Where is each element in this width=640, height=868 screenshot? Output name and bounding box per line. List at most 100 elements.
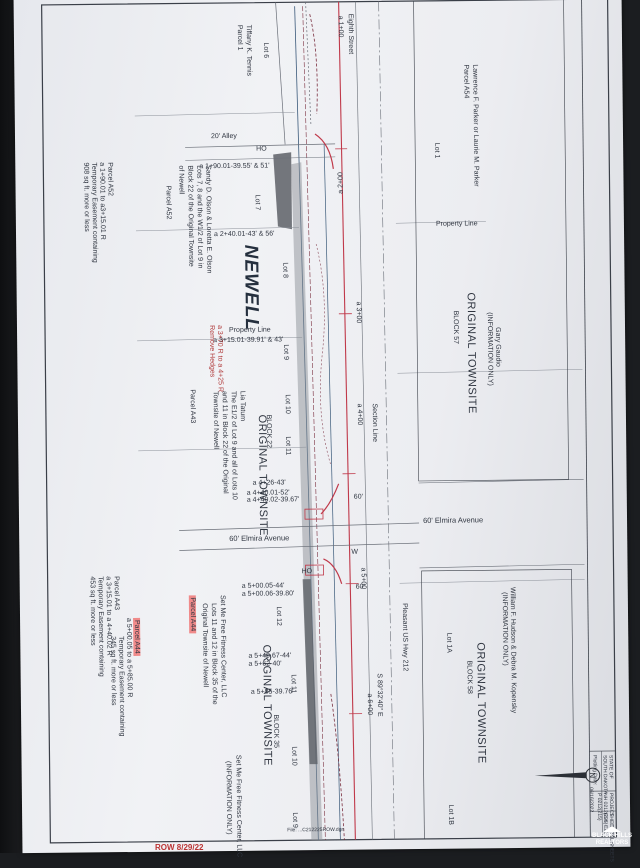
station-3: a 3+00 <box>354 302 362 324</box>
lot-9-label: Lot 9 <box>281 344 289 360</box>
a44-desc-2: 345 sq ft. more or less <box>108 636 117 705</box>
parcel-a54-owner: Lawrence F. Parker or Laurie M. Parker <box>470 64 479 186</box>
svg-text:N: N <box>588 772 597 778</box>
title-block-divider <box>582 0 591 837</box>
station-a4c: a 4+40.02-39.67' <box>247 496 300 505</box>
a44-highlight-block: Parcel A44 <box>132 618 140 656</box>
olson-names: Sandy D. Olson & Loretta E. Olson <box>203 165 212 273</box>
property-line-1: Property Line <box>436 220 478 228</box>
olson-desc-2: Block 22 of the Original Townsite <box>185 165 194 267</box>
lot-8-label: Lot 8 <box>280 262 288 278</box>
block-58-label: BLOCK 58 <box>465 660 473 694</box>
remove-hedges: Remove Hedges <box>207 325 216 377</box>
plan-sheet: Eighth Street a 1+00 Lawrence F. Parker … <box>14 0 631 853</box>
sheet-border <box>42 0 617 843</box>
parcel-a44-label: Parcel A44 <box>188 595 196 633</box>
parcel-a52-label-b: Parcel A52 <box>105 162 113 196</box>
ho-label-1: HO <box>256 146 267 154</box>
watermark-line-1: BLACK HILLS <box>592 833 632 840</box>
north-arrow-icon: N <box>535 763 607 788</box>
remove-hedges-station: a 3+70 R to a 4+25 R <box>215 325 224 392</box>
parcel-a44-highlight: Parcel A44 <box>189 595 196 633</box>
bearing-label: S 89°32'40" E <box>375 673 383 716</box>
olson-desc-3: of Newell <box>176 165 184 194</box>
info-only-2: (INFORMATION ONLY) <box>500 592 509 666</box>
station-2: a 2+00 <box>337 172 345 194</box>
parcel-a43-label-b: Parcel A43 <box>112 576 120 610</box>
pleasant-us-hwy: Pleasant US Hwy 212 <box>400 603 409 671</box>
lot-1b-label: Lot 1B <box>446 805 454 825</box>
title-state: STATE OF <box>608 755 614 779</box>
original-townsite-1: ORIGINAL TOWNSITE <box>467 292 476 413</box>
newell-label: NEWELL <box>246 245 255 331</box>
lot-10-label: Lot 10 <box>283 394 291 414</box>
building-block-1 <box>273 152 292 229</box>
ho-label-2: HO <box>302 568 313 576</box>
a52-desc-2: Temporary Easement containing <box>89 162 98 262</box>
lot-7-label: Lot 7 <box>253 195 261 211</box>
olson-desc-1: Lots 7, 8 and the W1/2 of Lot 9 in <box>194 165 203 268</box>
block-35-label: BLOCK 35 <box>271 714 279 748</box>
a43-desc-2: Temporary Easement containing <box>96 576 105 676</box>
parcel-a44-label-b: Parcel A44 <box>133 618 140 656</box>
a44-desc-1: Temporary Easement containing <box>116 636 125 736</box>
setmefree-desc-1: Lots 11 and 12 in Block 35 of the <box>209 603 218 705</box>
lot-1-label: Lot 1 <box>432 143 440 159</box>
lot-1a-label: Lot 1A <box>444 633 452 653</box>
a43-desc-3: 453 sq ft. more or less <box>88 576 97 645</box>
lot-10b-label: Lot 10 <box>289 746 297 766</box>
station-a2: a 2+40.01-43' & 56' <box>214 230 275 239</box>
station-1: a 1+00 <box>336 16 344 38</box>
original-townsite-4: ORIGINAL TOWNSITE <box>262 645 271 766</box>
a44-desc-0: a 5+00.05 to a 5+85.00 R <box>124 618 133 697</box>
setmefree-owner-1: Set Me Free Fitness Center, LLC <box>218 595 227 697</box>
setmefree-desc-2: Original Townsite of Newell <box>200 603 209 687</box>
station-a3: a 3+15.01-39.91' & 43' <box>213 336 283 345</box>
lot-11-label: Lot 11 <box>283 436 291 455</box>
original-townsite-3: ORIGINAL TOWNSITE <box>476 642 485 763</box>
property-line-2: Property Line <box>229 327 271 335</box>
lot-11b-label: Lot 11 <box>289 674 297 693</box>
alley-label: 20' Alley <box>211 133 237 141</box>
title-sheet-no: E14 <box>602 813 608 822</box>
w-label: W <box>351 549 358 557</box>
plan-linework <box>14 0 631 853</box>
gary-gaudio: Gary Gaudio <box>493 327 501 367</box>
house-icon <box>603 826 621 832</box>
station-4: a 4+00 <box>355 404 363 426</box>
a52-desc-3: 908 sq ft. more or less <box>81 162 90 231</box>
parcel-a43-label: Parcel A43 <box>188 389 196 423</box>
section-line-label: Section Line <box>370 403 378 442</box>
watermark-line-2: REALTORS <box>592 840 632 847</box>
block-57-label: BLOCK 57 <box>451 311 459 345</box>
station-a5b: a 5+00.06-39.80' <box>242 590 295 599</box>
tiffany-tennis: Tiffany K. Tennis <box>244 25 253 76</box>
parcel-a52-label: Parcel A52 <box>164 186 172 220</box>
parcel-1-label: Parcel 1 <box>235 25 243 51</box>
info-only-1: (INFORMATION ONLY) <box>485 312 494 386</box>
lot-6-label: Lot 6 <box>261 43 269 59</box>
parcel-a54-label: Parcel A54 <box>461 64 469 98</box>
elmira-avenue-1: 60' Elmira Avenue <box>423 516 483 525</box>
station-a4a: a 4+26-43' <box>253 479 286 487</box>
eighth-street-label: Eighth Street <box>346 14 354 55</box>
setmefree-owner-2: Set Me Free Fitness Center, LLC <box>233 755 242 857</box>
lot-12-label: Lot 12 <box>274 606 282 626</box>
sixty-label-1: 60' <box>354 494 363 502</box>
block-22-label: BLOCK 22 <box>264 415 272 449</box>
bottom-stamp: ROW 8/29/22 <box>155 843 203 852</box>
plotting-date-value: 06/16/2022 <box>588 787 594 812</box>
realtor-watermark: BLACK HILLS REALTORS <box>592 826 632 847</box>
station-6: a 6+00 <box>365 693 373 715</box>
tatum-desc-1: The E1/2 of Lot 9 and all of Lots 10 <box>229 391 238 500</box>
info-only-3: (INFORMATION ONLY) <box>224 761 233 835</box>
lia-tatum: Lia Tatum <box>238 391 246 421</box>
elmira-avenue-2: 60' Elmira Avenue <box>229 534 289 543</box>
tatum-desc-2: and 11 in Block 22 of the Original <box>220 391 229 494</box>
a52-desc-1: a 1+90.01 to a3+15.01 R <box>97 162 106 240</box>
tatum-desc-3: Townsite of Newell <box>211 391 220 449</box>
file-name: File: ...C212225ROW.dgn <box>287 826 344 835</box>
sixty-label-2: 60' <box>356 584 365 592</box>
william-names: William F. Hudson & Debra M. Kopensky <box>508 587 517 713</box>
